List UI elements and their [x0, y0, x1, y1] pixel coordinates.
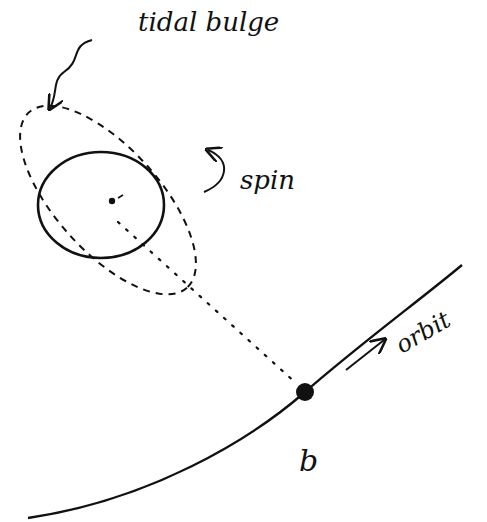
- tidal-bulge-outline: [0, 78, 226, 323]
- center-mark: [118, 195, 123, 198]
- annotation-label: tidal bulge: [136, 8, 281, 37]
- spin-arrow: [204, 150, 224, 192]
- orbit-arrow: [346, 340, 384, 370]
- center-dot: [109, 198, 115, 204]
- line-of-centers: [118, 222, 297, 384]
- leader-arrow: [50, 40, 92, 108]
- annotation-label: spin: [238, 166, 297, 195]
- orbit-curve: [28, 265, 462, 518]
- annotation-label: b: [297, 444, 320, 477]
- body-circle: [38, 152, 164, 258]
- satellite-dot: [296, 383, 314, 401]
